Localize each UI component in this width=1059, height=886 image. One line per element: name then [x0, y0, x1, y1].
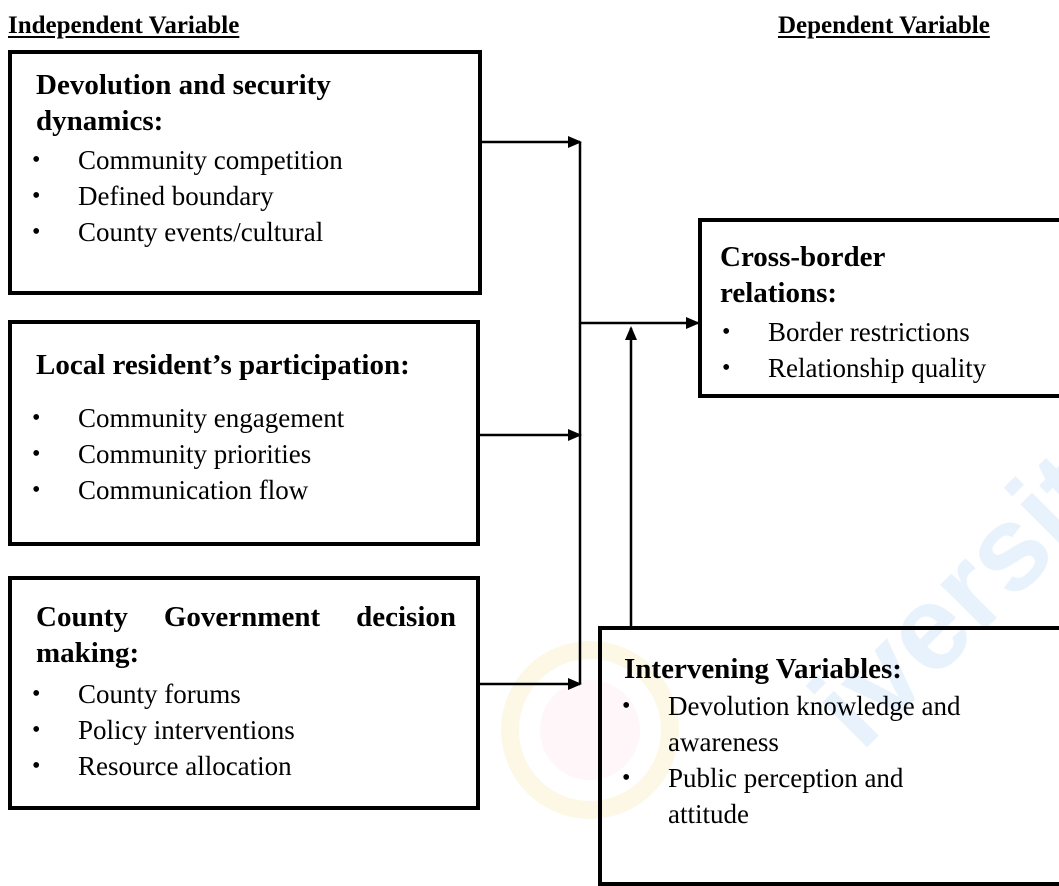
cross-border-relations-box: Cross-border relations: Border restricti… — [698, 218, 1059, 398]
decision-title-line1: County Government decision — [36, 601, 456, 633]
list-item: Community competition — [8, 142, 343, 178]
independent-variable-heading: Independent Variable — [8, 12, 240, 39]
relations-title-line2: relations: — [720, 277, 838, 309]
list-item: Relationship quality — [698, 350, 986, 386]
intervening-item-1-line1: Devolution knowledge and — [668, 691, 961, 721]
list-item: Policy interventions — [8, 712, 295, 748]
list-item: Community priorities — [8, 436, 344, 472]
list-item: Public perception and attitude — [598, 760, 960, 832]
dependent-variable-heading: Dependent Variable — [778, 12, 990, 39]
intervening-list: Devolution knowledge and awareness Publi… — [598, 688, 960, 832]
devolution-list: Community competition Defined boundary C… — [8, 142, 343, 250]
relations-title-line1: Cross-border — [720, 241, 886, 273]
list-item: Defined boundary — [8, 178, 343, 214]
list-item: Communication flow — [8, 472, 344, 508]
list-item: County events/cultural — [8, 214, 343, 250]
decision-list: County forums Policy interventions Resou… — [8, 676, 295, 784]
list-item: Border restrictions — [698, 314, 986, 350]
list-item: Community engagement — [8, 400, 344, 436]
list-item: Resource allocation — [8, 748, 295, 784]
local-participation-box: Local resident’s participation: Communit… — [8, 320, 480, 546]
intervening-title: Intervening Variables: — [624, 653, 902, 685]
intervening-item-2-line1: Public perception and — [668, 763, 904, 793]
participation-title: Local resident’s participation: — [36, 349, 410, 381]
decision-title-line2: making: — [36, 637, 140, 669]
list-item: Devolution knowledge and awareness — [598, 688, 960, 760]
devolution-title-line2: dynamics: — [36, 105, 164, 137]
list-item: County forums — [8, 676, 295, 712]
relations-list: Border restrictions Relationship quality — [698, 314, 986, 386]
devolution-title-line1: Devolution and security — [36, 69, 331, 101]
intervening-variables-box: Intervening Variables: Devolution knowle… — [598, 626, 1059, 886]
devolution-security-box: Devolution and security dynamics: Commun… — [8, 50, 482, 295]
county-decision-box: County Government decision making: Count… — [8, 576, 480, 810]
participation-list: Community engagement Community prioritie… — [8, 400, 344, 508]
intervening-item-2-line2: attitude — [668, 799, 749, 829]
intervening-item-1-line2: awareness — [668, 727, 779, 757]
